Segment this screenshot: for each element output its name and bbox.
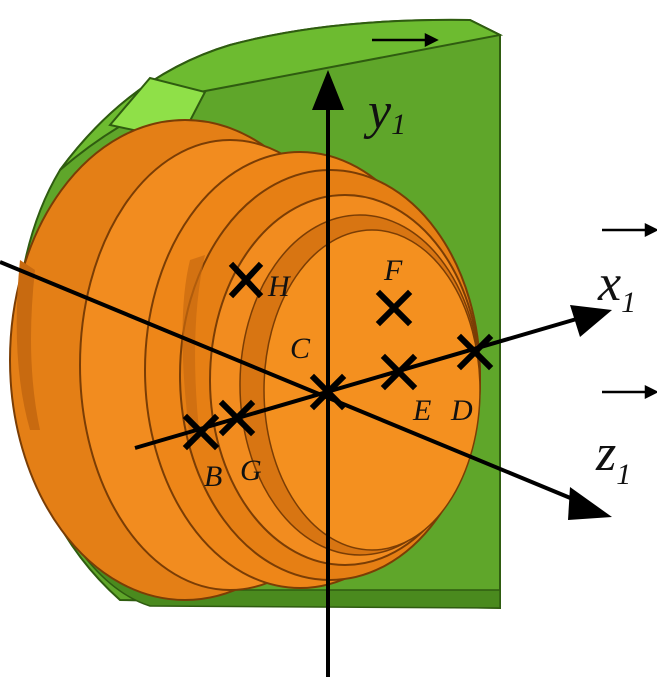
point-label-c: C: [290, 332, 311, 365]
marker-c: [309, 373, 347, 411]
point-label-e: E: [412, 394, 431, 427]
z-axis-line: [0, 260, 581, 504]
point-label-d: D: [450, 394, 473, 427]
y-arrowhead: [312, 70, 344, 110]
x-arrowhead: [570, 305, 612, 337]
marker-h: [228, 261, 264, 299]
vector-bars: [372, 32, 657, 400]
point-label-h: H: [267, 270, 292, 303]
marker-e: [380, 353, 418, 391]
x-axis-label: x1: [597, 255, 636, 319]
marker-d: [456, 333, 494, 371]
marker-b: [182, 413, 220, 451]
marker-f: [375, 289, 413, 327]
z-arrowhead: [568, 487, 612, 520]
axis-arrowheads: [312, 70, 612, 520]
z-axis-label: z1: [595, 425, 631, 491]
marker-g: [218, 399, 256, 437]
point-label-b: B: [204, 460, 222, 493]
orange-part: [9, 119, 481, 601]
y-axis-label: y1: [363, 83, 406, 141]
point-label-g: G: [240, 454, 262, 487]
point-markers: [182, 261, 494, 451]
point-label-f: F: [383, 254, 403, 287]
